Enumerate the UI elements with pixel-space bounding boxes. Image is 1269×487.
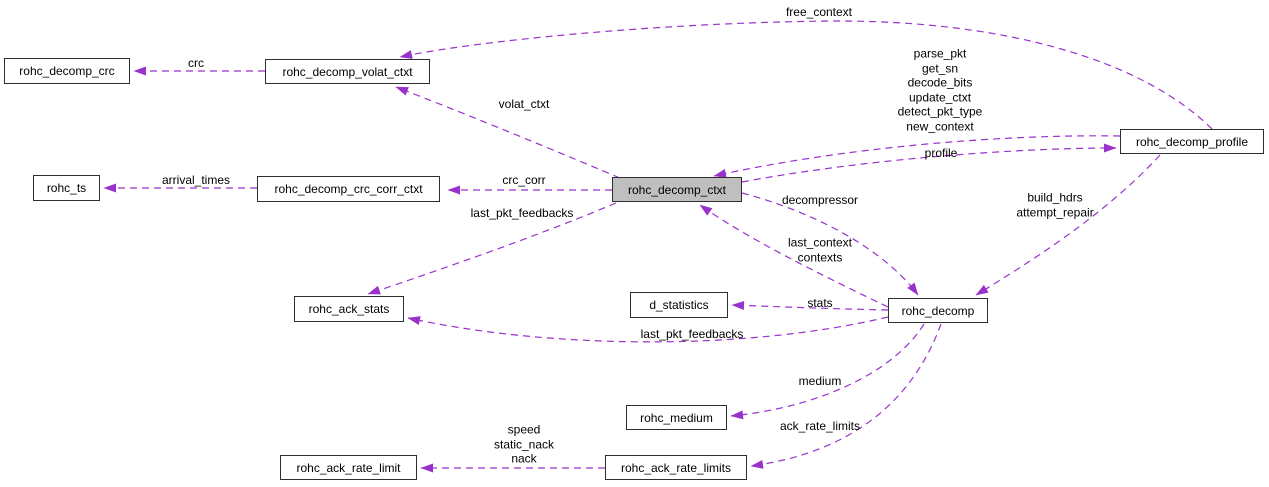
- edge-free-context: [399, 20, 1213, 130]
- node-rohc-medium[interactable]: rohc_medium: [626, 405, 727, 430]
- edge-volat-ctxt: [395, 86, 621, 179]
- node-rohc-ts[interactable]: rohc_ts: [33, 175, 100, 201]
- node-rohc-decomp-volat-ctxt[interactable]: rohc_decomp_volat_ctxt: [265, 59, 430, 84]
- node-rohc-decomp[interactable]: rohc_decomp: [888, 298, 988, 323]
- node-d-statistics[interactable]: d_statistics: [630, 292, 728, 318]
- node-rohc-ack-rate-limit[interactable]: rohc_ack_rate_limit: [280, 455, 417, 480]
- edge-profile: [741, 143, 1117, 183]
- edge-medium: [730, 323, 925, 420]
- node-rohc-decomp-profile[interactable]: rohc_decomp_profile: [1120, 129, 1264, 154]
- edge-decompressor: [741, 192, 919, 296]
- edge-build-hdrs: [975, 154, 1161, 296]
- edge-stats: [731, 300, 889, 311]
- edge-ack-rate-limits: [750, 323, 942, 469]
- node-rohc-decomp-crc-corr-ctxt[interactable]: rohc_decomp_crc_corr_ctxt: [257, 176, 440, 202]
- edge-last-context: [699, 204, 889, 308]
- edge-last-pkt-feedbacks-decomp: [407, 316, 889, 343]
- node-rohc-decomp-crc[interactable]: rohc_decomp_crc: [4, 58, 130, 84]
- node-rohc-ack-stats[interactable]: rohc_ack_stats: [294, 296, 404, 322]
- edge-profile-functions: [713, 135, 1121, 178]
- edge-last-pkt-feedbacks-ctxt: [367, 202, 617, 295]
- node-rohc-decomp-ctxt: rohc_decomp_ctxt: [612, 177, 742, 202]
- node-rohc-ack-rate-limits[interactable]: rohc_ack_rate_limits: [605, 455, 747, 480]
